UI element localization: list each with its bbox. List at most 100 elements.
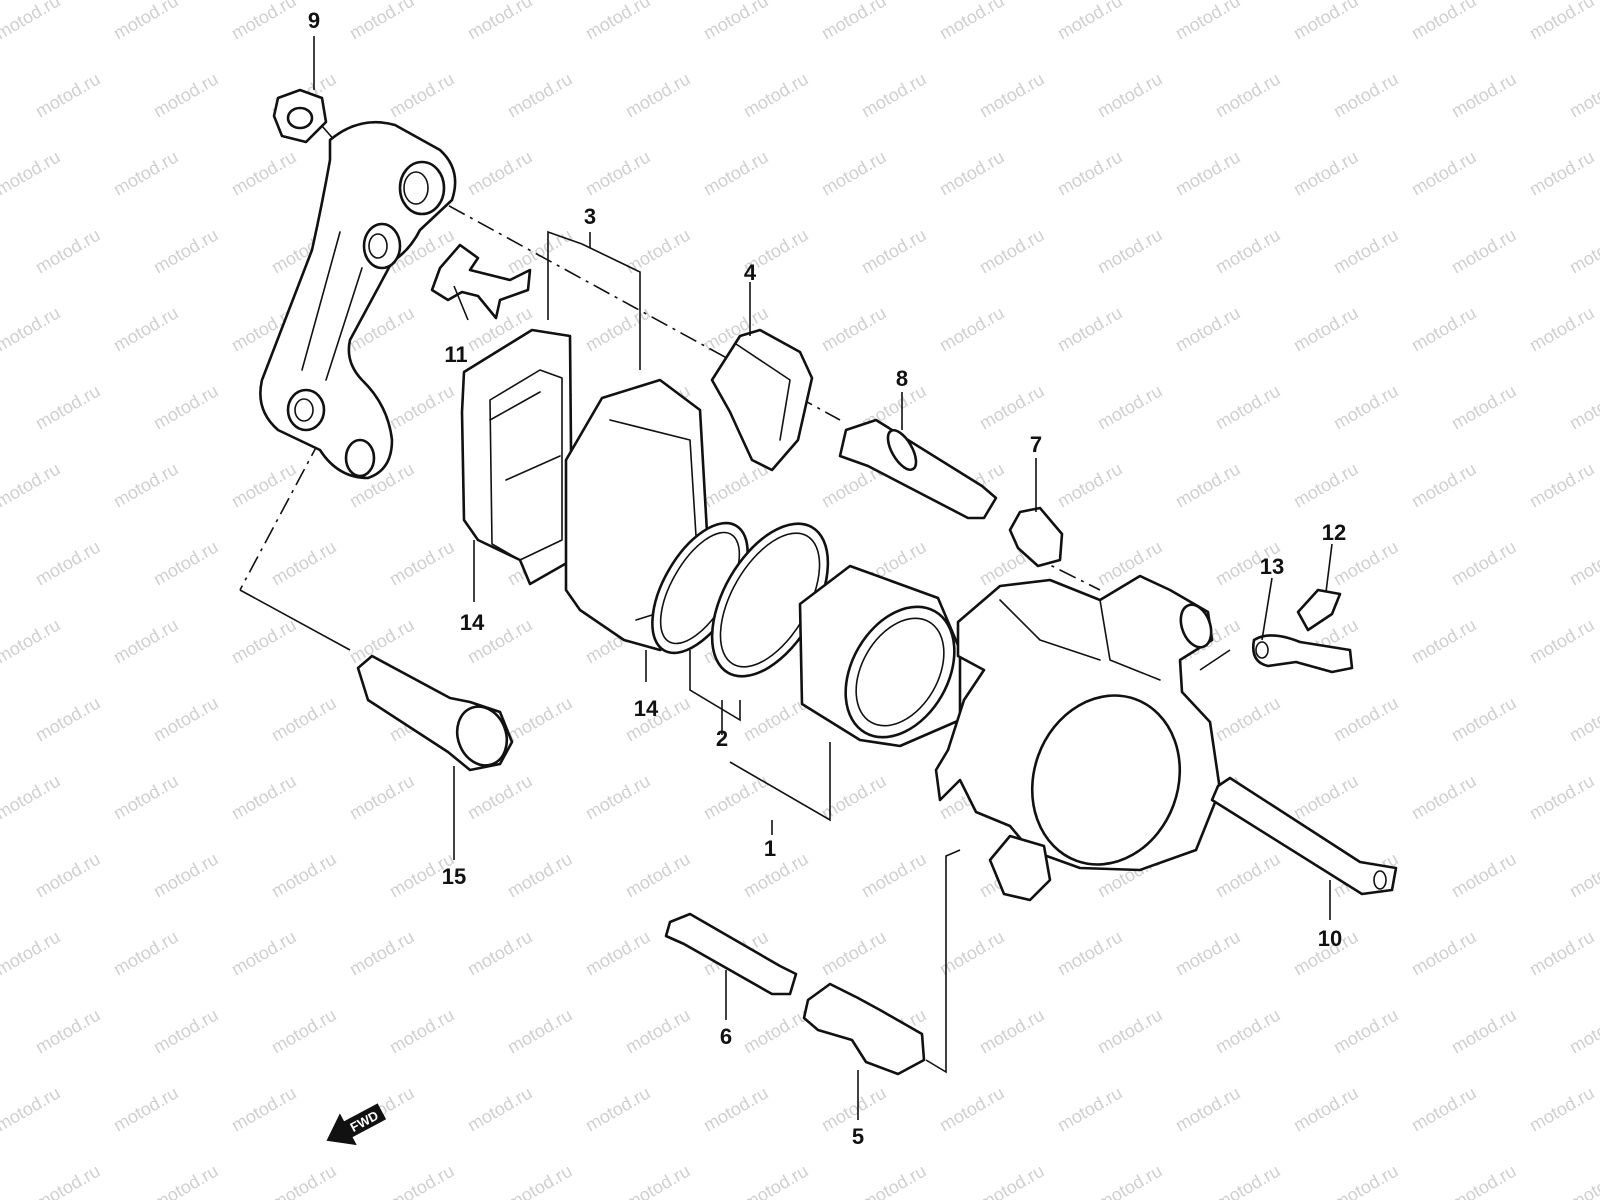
callout-1: 1	[764, 836, 776, 861]
watermark-text: motod.ru	[1526, 615, 1598, 668]
callout-3: 3	[584, 204, 596, 229]
watermark-text: motod.ru	[1526, 0, 1598, 43]
watermark-text: motod.ru	[1408, 303, 1480, 356]
watermark-text: motod.ru	[0, 615, 64, 668]
watermark-text: motod.ru	[1172, 0, 1244, 43]
part-7-boot	[1008, 506, 1064, 568]
watermark-text: motod.ru	[582, 771, 654, 824]
watermark-text: motod.ru	[0, 303, 64, 356]
watermark-text: motod.ru	[386, 69, 458, 122]
part-5-boot	[802, 849, 961, 1076]
watermark-text: motod.ru	[1054, 1083, 1126, 1136]
watermark-text: motod.ru	[622, 1161, 694, 1200]
watermark-text: motod.ru	[1408, 0, 1480, 43]
watermark-text: motod.ru	[228, 0, 300, 43]
callout-6: 6	[720, 1024, 732, 1049]
watermark-text: motod.ru	[1290, 303, 1362, 356]
watermark-text: motod.ru	[976, 1161, 1048, 1200]
watermark-text: motod.ru	[32, 537, 104, 590]
watermark-text: motod.ru	[818, 147, 890, 200]
watermark-text: motod.ru	[32, 1005, 104, 1058]
watermark-text: motod.ru	[936, 147, 1008, 200]
part-6-slide-pin	[664, 912, 798, 996]
callout-13: 13	[1260, 554, 1284, 579]
watermark-text: motod.ru	[504, 693, 576, 746]
watermark-text: motod.ru	[1408, 615, 1480, 668]
watermark-text: motod.ru	[1566, 381, 1600, 434]
watermark-text: motod.ru	[1094, 381, 1166, 434]
part-1-piston	[729, 564, 962, 822]
watermark-text: motod.ru	[1330, 1161, 1402, 1200]
watermark-text: motod.ru	[268, 1005, 340, 1058]
callout-14-left: 14	[460, 610, 485, 635]
watermark-text: motod.ru	[150, 1005, 222, 1058]
watermark-text: motod.ru	[110, 303, 182, 356]
watermark-text: motod.ru	[1526, 303, 1598, 356]
watermark-text: motod.ru	[1172, 927, 1244, 980]
watermark-text: motod.ru	[1212, 381, 1284, 434]
part-13-bleeder-cap	[1252, 634, 1354, 674]
callout-8: 8	[896, 366, 908, 391]
watermark-text: motod.ru	[150, 693, 222, 746]
watermark-text: motod.ru	[32, 849, 104, 902]
watermark-text: motod.ru	[110, 459, 182, 512]
watermark-text: motod.ru	[32, 69, 104, 122]
watermark-text: motod.ru	[1448, 849, 1520, 902]
watermark-text: motod.ru	[1448, 225, 1520, 278]
watermark-text: motod.ru	[700, 771, 772, 824]
watermark-text: motod.ru	[818, 771, 890, 824]
callout-5: 5	[852, 1124, 864, 1149]
watermark-text: motod.ru	[1526, 147, 1598, 200]
watermark-text: motod.ru	[228, 147, 300, 200]
watermark-text: motod.ru	[464, 927, 536, 980]
callout-10: 10	[1318, 926, 1342, 951]
watermark-text: motod.ru	[150, 225, 222, 278]
watermark-text: motod.ru	[622, 225, 694, 278]
watermark-text: motod.ru	[1330, 381, 1402, 434]
watermark-text: motod.ru	[1566, 693, 1600, 746]
watermark-text: motod.ru	[1212, 1161, 1284, 1200]
watermark-text: motod.ru	[268, 693, 340, 746]
watermark-text: motod.ru	[622, 1005, 694, 1058]
watermark-text: motod.ru	[740, 1161, 812, 1200]
watermark-text: motod.ru	[976, 69, 1048, 122]
watermark-text: motod.ru	[1526, 459, 1598, 512]
watermark-text: motod.ru	[32, 225, 104, 278]
watermark-text: motod.ru	[110, 147, 182, 200]
watermark-text: motod.ru	[818, 303, 890, 356]
watermark-text: motod.ru	[818, 927, 890, 980]
watermark-text: motod.ru	[700, 459, 772, 512]
watermark-text: motod.ru	[228, 615, 300, 668]
watermark-text: motod.ru	[1448, 1161, 1520, 1200]
watermark-text: motod.ru	[1566, 69, 1600, 122]
watermark-text: motod.ru	[1330, 225, 1402, 278]
watermark-text: motod.ru	[1408, 1083, 1480, 1136]
watermark-text: motod.ru	[110, 0, 182, 43]
watermark-text: motod.ru	[1212, 849, 1284, 902]
watermark-text: motod.ru	[228, 1083, 300, 1136]
watermark-text: motod.ru	[582, 147, 654, 200]
watermark-text: motod.ru	[504, 1005, 576, 1058]
watermark-text: motod.ru	[386, 381, 458, 434]
watermark-text: motod.ru	[1212, 225, 1284, 278]
watermark-text: motod.ru	[1330, 69, 1402, 122]
part-15-mounting-bolt	[356, 654, 514, 772]
watermark-text: motod.ru	[936, 303, 1008, 356]
callout-14-right: 14	[634, 696, 659, 721]
callout-12: 12	[1322, 520, 1346, 545]
caliper-body	[934, 574, 1222, 902]
watermark-text: motod.ru	[32, 381, 104, 434]
part-8-slide-pin	[838, 418, 998, 520]
watermark-text: motod.ru	[1408, 459, 1480, 512]
watermark-text: motod.ru	[582, 303, 654, 356]
watermark-text: motod.ru	[0, 1083, 64, 1136]
watermark-text: motod.ru	[1566, 537, 1600, 590]
watermark-text: motod.ru	[700, 147, 772, 200]
watermark-text: motod.ru	[1330, 1005, 1402, 1058]
watermark-text: motod.ru	[976, 225, 1048, 278]
watermark-text: motod.ru	[150, 537, 222, 590]
part-9-nut	[272, 88, 337, 144]
callout-7: 7	[1030, 432, 1042, 457]
watermark-text: motod.ru	[0, 147, 64, 200]
watermark-text: motod.ru	[150, 1161, 222, 1200]
